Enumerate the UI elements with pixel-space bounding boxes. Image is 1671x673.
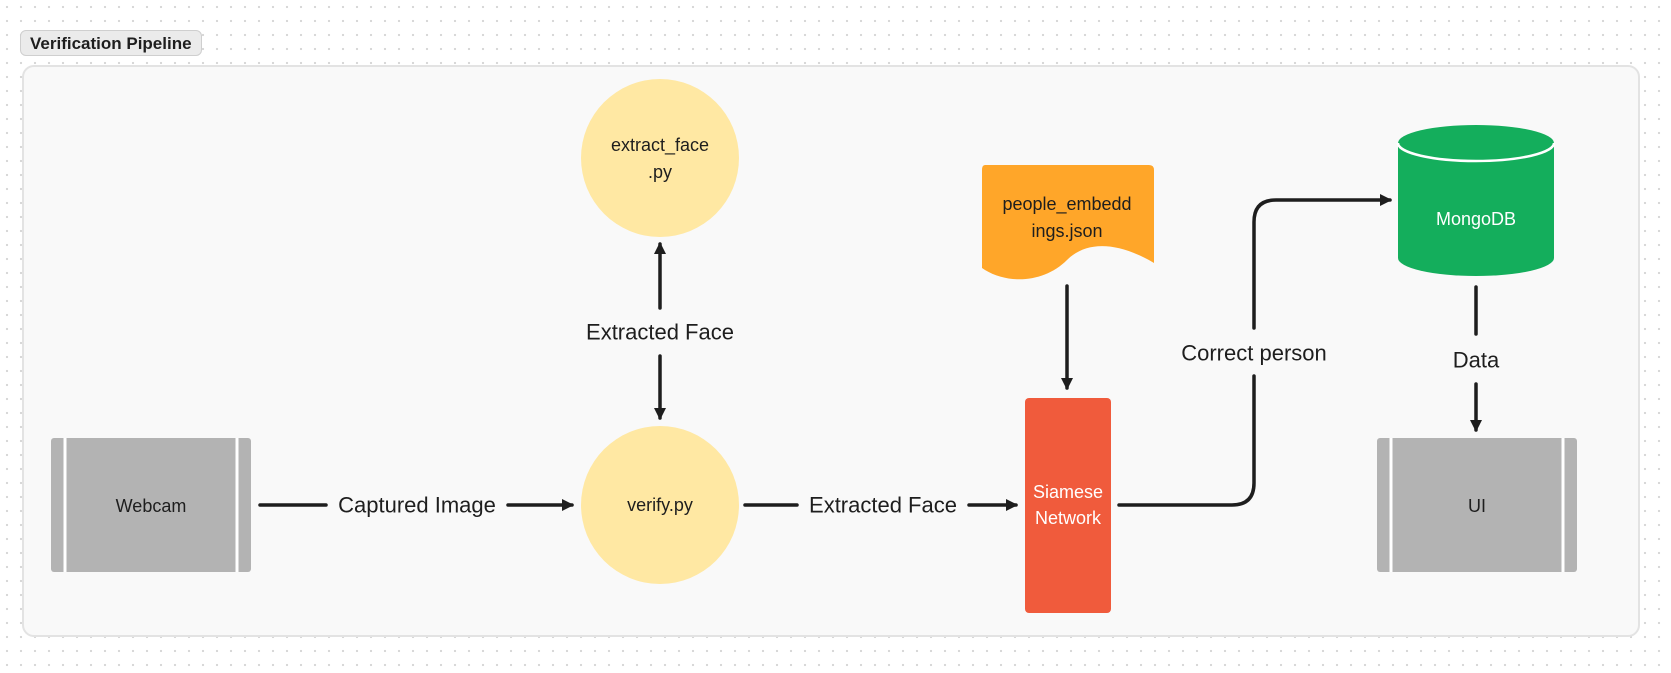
extract-face-label-line-2: .py bbox=[648, 162, 672, 182]
frame-title[interactable]: Verification Pipeline bbox=[20, 30, 202, 56]
edge-label-correct-person[interactable]: Correct person bbox=[1181, 341, 1327, 366]
edge-label-captured-image[interactable]: Captured Image bbox=[338, 493, 496, 518]
embeddings-label-line-2: ings.json bbox=[1031, 221, 1102, 241]
siamese-shape bbox=[1025, 398, 1111, 613]
node-embeddings[interactable]: people_embedd ings.json bbox=[982, 165, 1154, 280]
ui-label: UI bbox=[1468, 496, 1486, 516]
verify-label: verify.py bbox=[627, 495, 693, 515]
embeddings-label: people_embedd bbox=[1002, 194, 1131, 215]
mongodb-label: MongoDB bbox=[1436, 209, 1516, 229]
ui-shape bbox=[1377, 438, 1577, 572]
embeddings-shape bbox=[982, 165, 1154, 280]
webcam-label: Webcam bbox=[116, 496, 187, 516]
edge-siamese-to-mongodb-line-a bbox=[1117, 374, 1256, 507]
node-verify[interactable]: verify.py bbox=[581, 426, 739, 584]
node-webcam[interactable]: Webcam bbox=[51, 438, 251, 572]
verify-shape bbox=[581, 426, 739, 584]
diagram-frame bbox=[22, 65, 1640, 637]
extract-face-label: extract_face bbox=[611, 135, 709, 156]
mongodb-shape bbox=[1398, 125, 1554, 276]
node-extract-face[interactable]: extract_face .py bbox=[581, 79, 739, 237]
edge-label-extracted-face-horizontal[interactable]: Extracted Face bbox=[809, 493, 957, 518]
edge-siamese-to-mongodb-line-b bbox=[1252, 194, 1392, 330]
webcam-shape bbox=[51, 438, 251, 572]
node-ui[interactable]: UI bbox=[1377, 438, 1577, 572]
edge-label-extracted-face-vertical[interactable]: Extracted Face bbox=[586, 320, 734, 345]
extract-face-shape bbox=[581, 79, 739, 237]
node-siamese-network[interactable]: Siamese Network bbox=[1025, 398, 1111, 613]
node-mongodb[interactable]: MongoDB bbox=[1396, 125, 1556, 276]
siamese-label: Siamese bbox=[1033, 482, 1103, 502]
edge-label-data[interactable]: Data bbox=[1453, 348, 1500, 373]
mongodb-rim bbox=[1396, 142, 1556, 163]
siamese-label-line-2: Network bbox=[1035, 508, 1102, 528]
